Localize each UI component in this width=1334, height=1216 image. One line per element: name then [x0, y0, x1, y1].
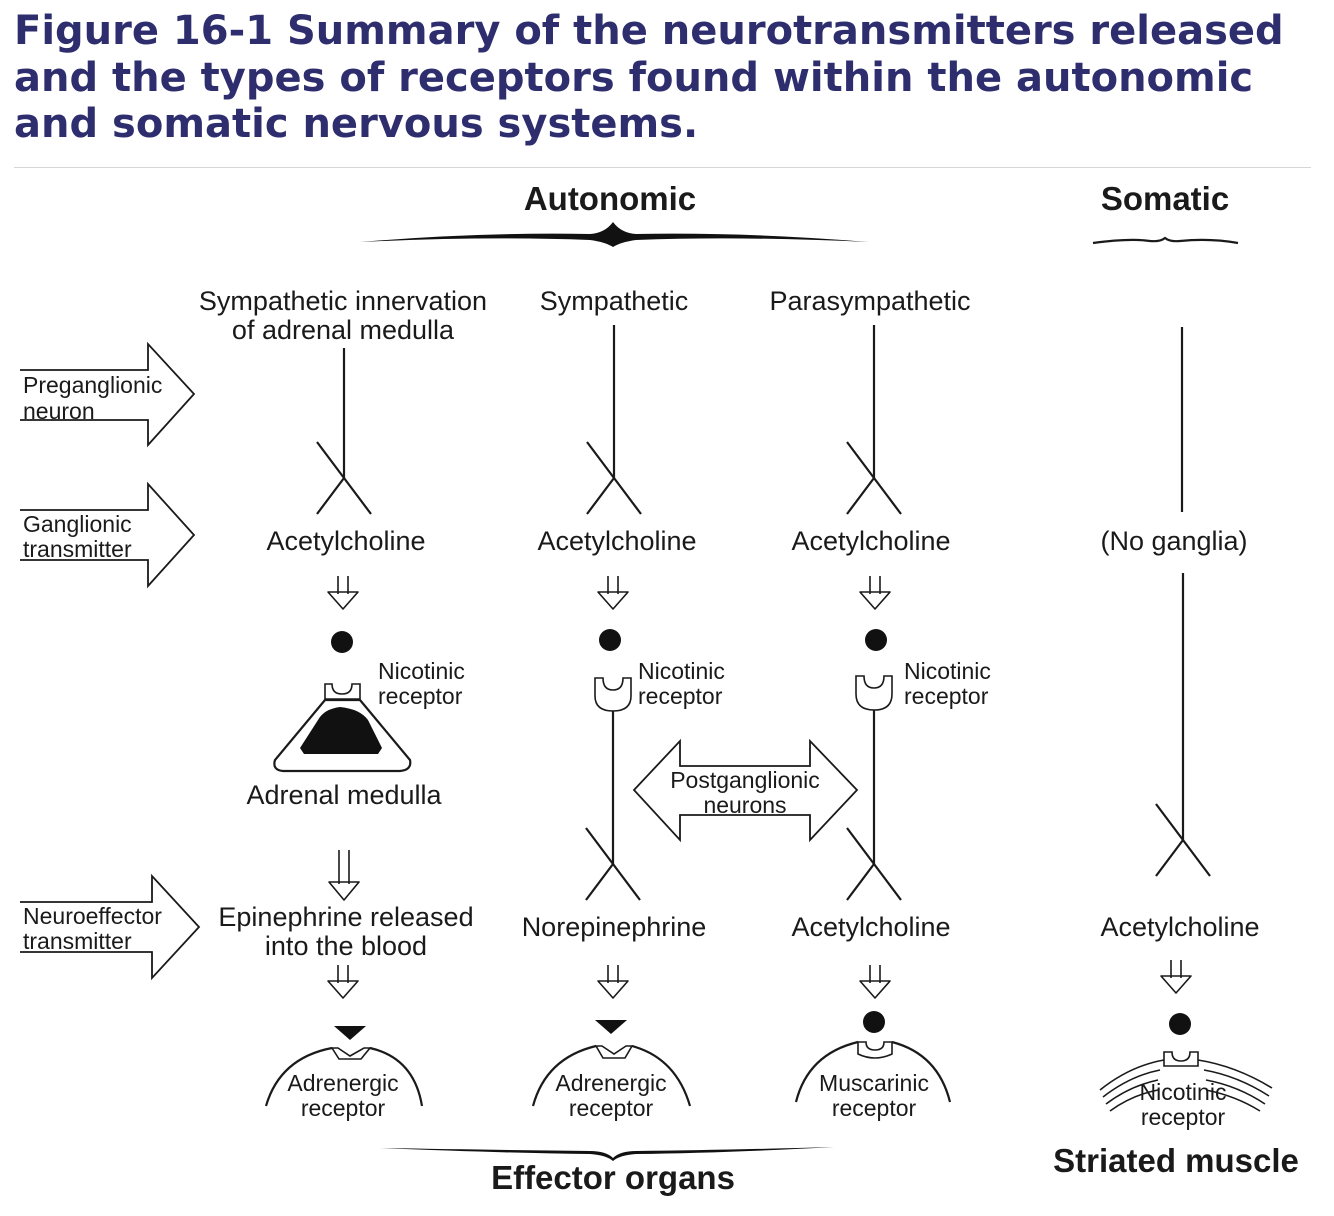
svg-text:receptor: receptor: [904, 683, 989, 709]
svg-text:receptor: receptor: [301, 1095, 386, 1121]
adrenal-epinephrine-molecule: [334, 1026, 366, 1040]
sympathetic-column-title: Sympathetic: [540, 286, 689, 316]
svg-text:receptor: receptor: [378, 683, 463, 709]
sympathetic-postganglionic-neuron: [584, 711, 642, 902]
sympathetic-ganglionic-transmitter: Acetylcholine: [537, 526, 696, 556]
ganglionic-arrow: Ganglionic transmitter: [20, 481, 196, 589]
parasympathetic-postganglionic-neuron: [845, 710, 903, 902]
svg-text:into the blood: into the blood: [265, 931, 427, 961]
parasympathetic-down-arrow-2: [859, 964, 891, 999]
parasympathetic-ach-molecule: [865, 629, 887, 651]
adrenal-ganglionic-transmitter: Acetylcholine: [266, 526, 425, 556]
sympathetic-neuroeffector-transmitter: Norepinephrine: [522, 912, 707, 942]
autonomic-header: Autonomic: [524, 180, 696, 217]
svg-text:Nicotinic: Nicotinic: [378, 658, 465, 684]
sympathetic-down-arrow-1: [597, 575, 629, 610]
sympathetic-down-arrow-2: [597, 964, 629, 999]
parasympathetic-nicotinic-receptor: Nicotinic receptor: [855, 658, 991, 711]
adrenal-adrenergic-receptor: Adrenergic receptor: [264, 1046, 424, 1121]
somatic-motor-neuron: [1154, 573, 1212, 878]
somatic-header: Somatic: [1101, 180, 1229, 217]
svg-text:receptor: receptor: [638, 683, 723, 709]
svg-text:Postganglionic: Postganglionic: [670, 767, 820, 793]
svg-text:transmitter: transmitter: [23, 536, 132, 562]
svg-text:Neuroeffector: Neuroeffector: [23, 903, 162, 929]
effector-organs-brace: [380, 1147, 834, 1161]
svg-text:Preganglionic: Preganglionic: [23, 372, 162, 398]
svg-text:neuron: neuron: [23, 398, 95, 424]
autonomic-brace: [360, 222, 868, 247]
adrenal-medulla-gland: [273, 698, 412, 773]
somatic-neuroeffector-transmitter: Acetylcholine: [1100, 912, 1259, 942]
parasympathetic-column-title: Parasympathetic: [769, 286, 970, 316]
svg-text:Ganglionic: Ganglionic: [23, 511, 132, 537]
title-divider: [14, 167, 1311, 168]
adrenal-down-arrow-2: [328, 849, 360, 901]
adrenal-ach-molecule: [331, 631, 353, 653]
parasympathetic-ach-molecule-2: [863, 1011, 885, 1033]
svg-text:receptor: receptor: [569, 1095, 654, 1121]
svg-text:transmitter: transmitter: [23, 928, 132, 954]
adrenal-neuroeffector-transmitter: Epinephrine released into the blood: [218, 902, 473, 961]
parasympathetic-preganglionic-neuron: [845, 325, 903, 516]
postganglionic-double-arrow: Postganglionic neurons: [632, 738, 859, 843]
svg-text:Nicotinic: Nicotinic: [1140, 1079, 1227, 1105]
adrenal-medulla-label: Adrenal medulla: [246, 780, 442, 810]
sympathetic-preganglionic-neuron: [585, 325, 643, 516]
figure-title: Figure 16-1 Summary of the neurotransmit…: [14, 8, 1284, 147]
svg-text:receptor: receptor: [832, 1095, 917, 1121]
striated-muscle-label: Striated muscle: [1053, 1142, 1299, 1179]
svg-text:Epinephrine released: Epinephrine released: [218, 902, 473, 932]
svg-text:Muscarinic: Muscarinic: [819, 1070, 929, 1096]
svg-text:receptor: receptor: [1141, 1104, 1226, 1130]
sympathetic-ach-molecule: [599, 629, 621, 651]
sympathetic-adrenergic-receptor: Adrenergic receptor: [531, 1044, 692, 1121]
svg-text:Nicotinic: Nicotinic: [638, 658, 725, 684]
parasympathetic-neuroeffector-transmitter: Acetylcholine: [791, 912, 950, 942]
adrenal-nicotinic-receptor: Nicotinic receptor: [324, 658, 465, 709]
sympathetic-nicotinic-receptor: Nicotinic receptor: [594, 658, 725, 712]
adrenal-down-arrow-1: [327, 575, 359, 610]
effector-organs-label: Effector organs: [491, 1159, 735, 1196]
svg-text:of adrenal medulla: of adrenal medulla: [232, 315, 455, 345]
somatic-brace: [1092, 236, 1239, 245]
svg-text:neurons: neurons: [703, 792, 786, 818]
svg-text:Sympathetic innervation: Sympathetic innervation: [199, 286, 487, 316]
somatic-nicotinic-receptor: Nicotinic receptor: [1099, 1051, 1273, 1130]
sympathetic-norepinephrine-molecule: [595, 1020, 627, 1034]
adrenal-down-arrow-3: [327, 964, 359, 999]
somatic-ach-molecule: [1169, 1013, 1191, 1035]
parasympathetic-muscarinic-receptor: Muscarinic receptor: [794, 1040, 952, 1121]
somatic-no-ganglia: (No ganglia): [1100, 526, 1247, 556]
preganglionic-arrow: Preganglionic neuron: [20, 341, 196, 448]
parasympathetic-down-arrow-1: [859, 575, 891, 610]
svg-text:Adrenergic: Adrenergic: [287, 1070, 398, 1096]
parasympathetic-ganglionic-transmitter: Acetylcholine: [791, 526, 950, 556]
svg-text:Adrenergic: Adrenergic: [555, 1070, 666, 1096]
somatic-down-arrow: [1160, 959, 1192, 994]
adrenal-column-title: Sympathetic innervation of adrenal medul…: [199, 286, 487, 345]
neuroeffector-arrow: Neuroeffector transmitter: [20, 873, 201, 981]
svg-text:Nicotinic: Nicotinic: [904, 658, 991, 684]
adrenal-preganglionic-neuron: [315, 348, 373, 516]
